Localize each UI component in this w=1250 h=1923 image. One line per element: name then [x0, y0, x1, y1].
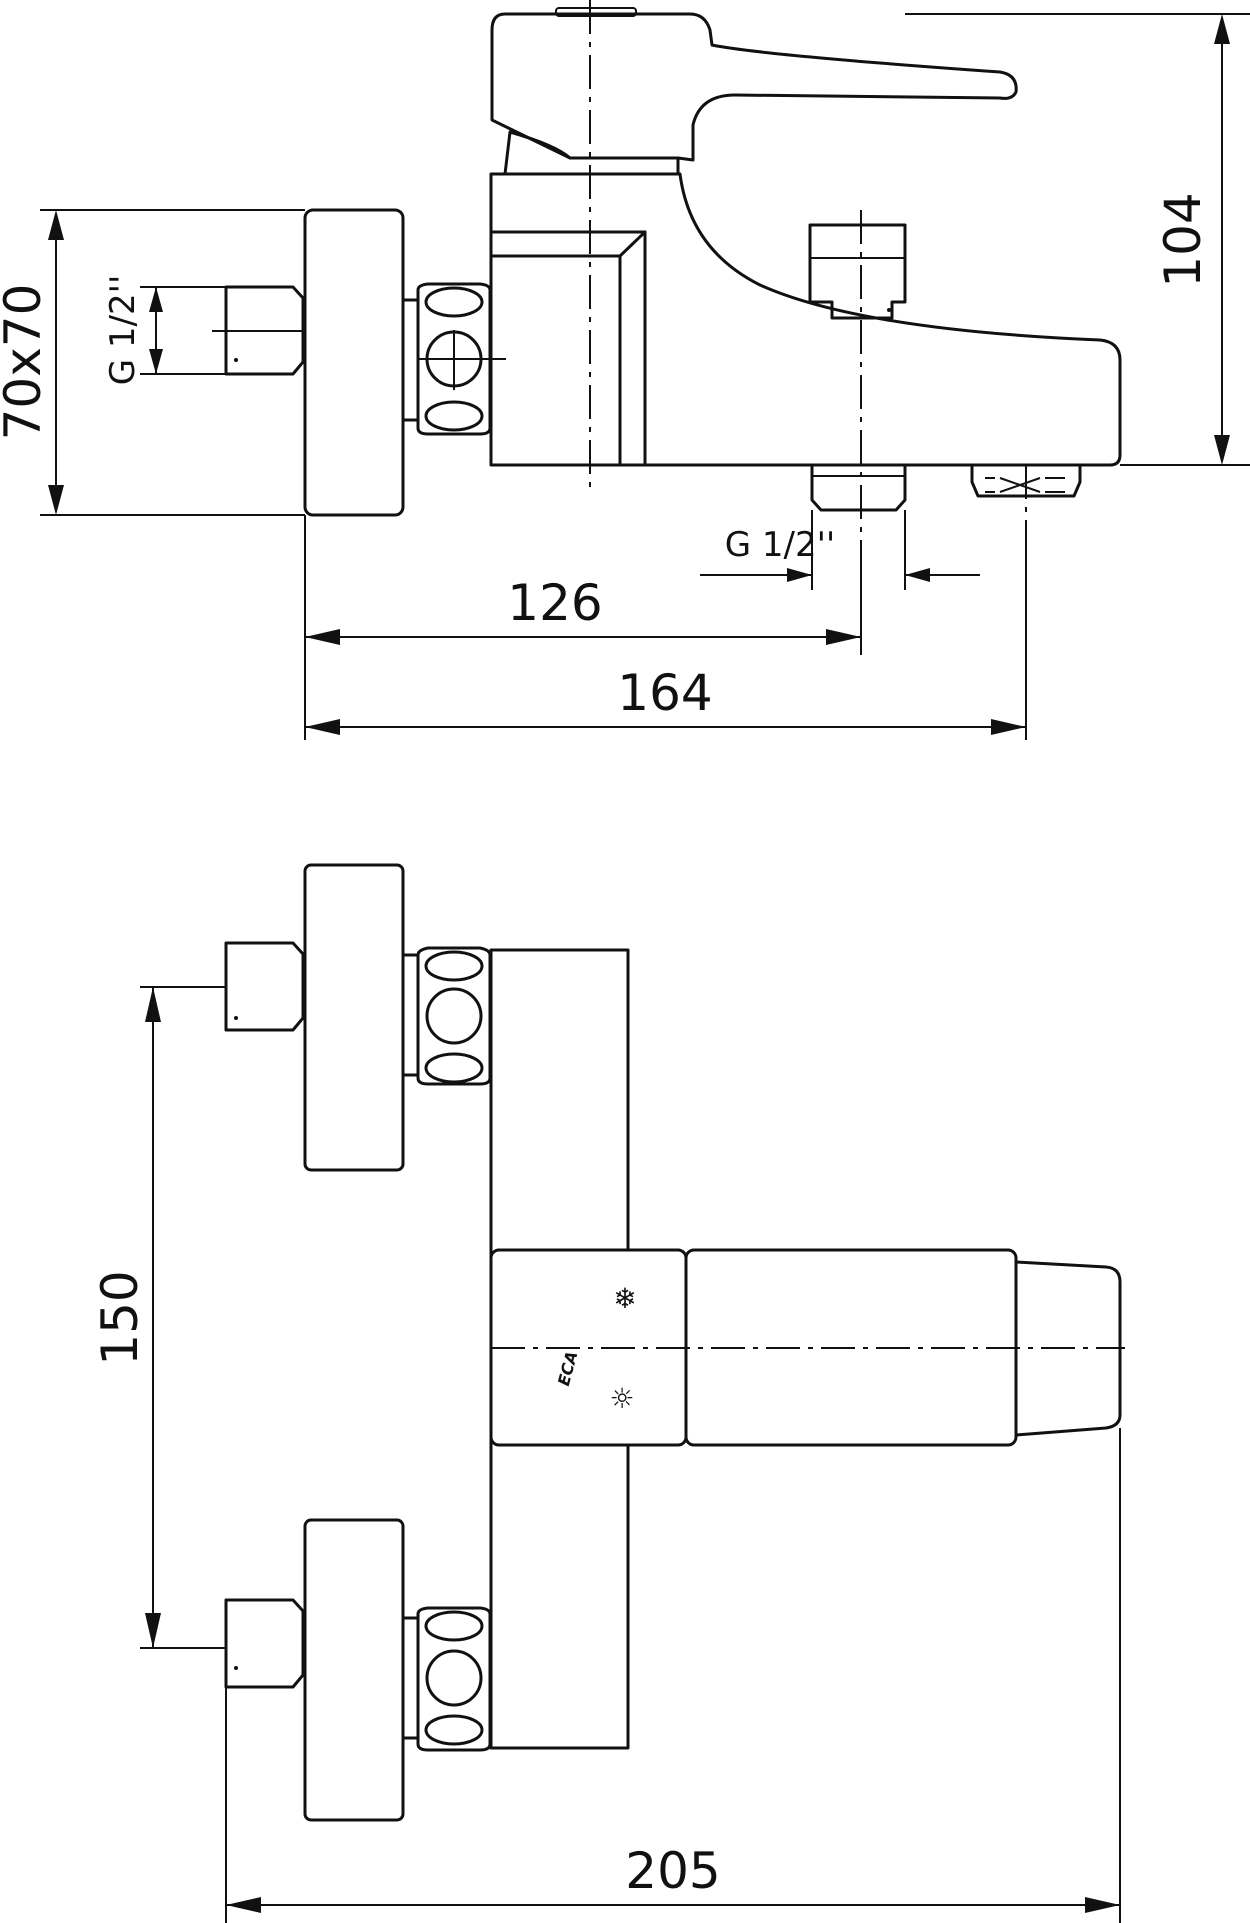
dim-width: 205	[225, 1428, 1121, 1923]
dim-width-label: 205	[625, 1842, 720, 1900]
dim-height-label: 104	[1154, 192, 1212, 287]
front-view: ECA ❄ ☼ 150 205	[91, 863, 1125, 1923]
dim-depth-label: 164	[617, 664, 712, 722]
side-aerator	[970, 463, 1082, 498]
front-upper-flange	[303, 863, 405, 1172]
dim-square: 70x70	[0, 209, 305, 516]
dim-inlet-thread: G 1/2''	[103, 275, 226, 386]
dim-to-outlet-label: 126	[507, 574, 602, 632]
side-mixer-body	[489, 172, 1122, 467]
cold-snowflake-icon: ❄	[613, 1282, 636, 1315]
dim-square-label: 70x70	[0, 284, 52, 441]
dim-inlet-spacing: 150	[91, 986, 226, 1649]
front-lower-inlet-stub	[224, 1598, 305, 1689]
hot-sun-icon: ☼	[609, 1382, 634, 1415]
front-upper-inlet-stub	[224, 941, 305, 1032]
dim-height: 104	[905, 13, 1250, 466]
side-view: 104 70x70 G 1/2'' G 1/	[0, 0, 1250, 740]
dim-depth: 164	[305, 540, 1027, 740]
dim-outlet-thread: G 1/2''	[700, 510, 980, 590]
side-outlet-stub	[810, 463, 907, 512]
side-wall-flange	[303, 208, 405, 517]
front-lower-nut	[401, 1606, 492, 1752]
dim-to-outlet: 126	[304, 515, 862, 740]
side-diverter-knob	[808, 223, 907, 320]
front-upper-nut	[401, 946, 492, 1086]
dim-inlet-spacing-label: 150	[91, 1270, 149, 1365]
dim-outlet-thread-label: G 1/2''	[725, 525, 836, 565]
side-lever-handle	[503, 12, 1018, 176]
brand-logo: ECA	[554, 1349, 581, 1388]
front-lower-flange	[303, 1518, 405, 1822]
dim-inlet-thread-label: G 1/2''	[103, 275, 143, 386]
